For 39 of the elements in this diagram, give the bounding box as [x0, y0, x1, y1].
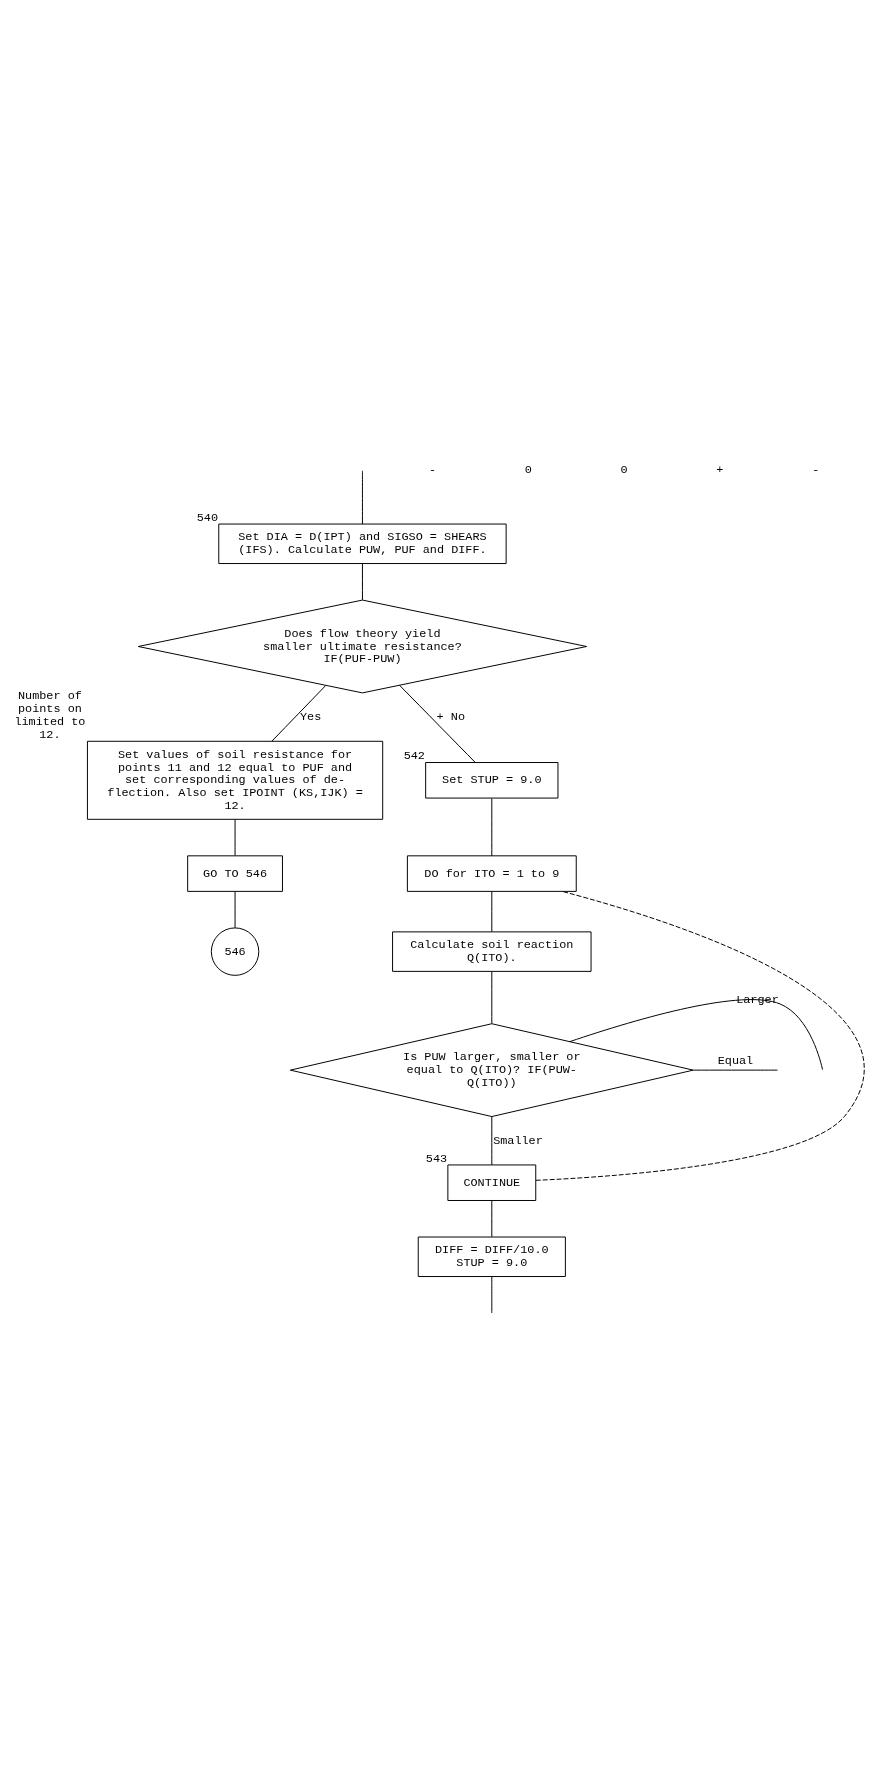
connector [491, 797, 493, 857]
connector [491, 1200, 493, 1238]
connector [569, 999, 823, 1071]
connector [234, 890, 236, 929]
label: 0 [524, 462, 532, 477]
node-label: Number of points on limited to 12. [14, 689, 86, 742]
node-label: 543 [425, 1151, 448, 1166]
edge-label: Equal [717, 1053, 754, 1068]
node-box: GO TO 546 [187, 855, 283, 892]
node-box: Calculate soil reaction Q(ITO). [392, 931, 592, 972]
connector [234, 819, 236, 856]
node-box: Set values of soil resistance for points 11 and 12 equal to PUF and set corresponding values of de- flection. Also set IPOINT (KS,IJK) = 12. [86, 740, 384, 820]
label: - [429, 462, 437, 477]
connector [491, 971, 493, 1024]
connector [692, 1069, 778, 1071]
node-circle: 546 [210, 927, 260, 976]
edge-label: Smaller [493, 1133, 543, 1148]
connector [271, 685, 327, 742]
label: - [812, 462, 820, 477]
connector [399, 684, 476, 763]
node-diamond: Is PUW larger, smaller or equal to Q(ITO)? IF(PUW- Q(ITO)) [289, 1023, 694, 1118]
node-diamond: Does flow theory yield smaller ultimate resistance? IF(PUF-PUW) [137, 599, 588, 694]
node-box: Set DIA = D(IPT) and SIGSO = SHEARS (IFS). Calculate PUW, PUF and DIFF. [218, 523, 507, 565]
connector [491, 890, 493, 933]
node-label: 542 [403, 749, 425, 764]
connector [491, 1116, 493, 1166]
edge-label: + No [436, 710, 466, 725]
node-box: CONTINUE [447, 1164, 537, 1201]
connector [361, 470, 363, 525]
node-label: 540 [196, 510, 219, 525]
label: + [716, 462, 724, 477]
node-box: Set STUP = 9.0 [425, 762, 559, 799]
connector [361, 563, 363, 601]
node-box: DO for ITO = 1 to 9 [406, 855, 577, 892]
edge-label: Yes [299, 710, 322, 725]
label: 0 [620, 462, 628, 477]
connector [535, 890, 865, 1181]
node-box: DIFF = DIFF/10.0 STUP = 9.0 [417, 1236, 566, 1278]
connector [491, 1276, 493, 1314]
